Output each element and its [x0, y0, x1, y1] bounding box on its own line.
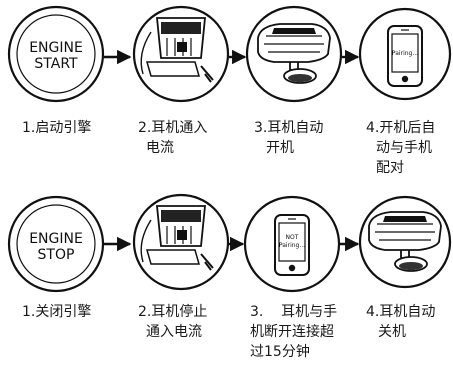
row1-step1-label: 1.启动引擎	[22, 120, 92, 136]
row1-step1-circle: ENGINE START	[7, 5, 105, 103]
row1-step4-circle: Pairing...	[358, 7, 452, 101]
row2-step3-label: 3. 耳机与手 机断开连接超 过15分钟	[250, 304, 338, 360]
row2-phone-text1: NOT	[286, 234, 299, 241]
row1-step3-label: 3.耳机自动 开机	[254, 120, 324, 156]
row1-engine-line2: START	[34, 56, 78, 72]
row1-engine-line1: ENGINE	[29, 40, 83, 56]
row2-step2-label: 2.耳机停止 通入电流	[138, 304, 208, 340]
row1-step2-label: 2.耳机通入 电流	[138, 120, 208, 156]
row2-step3-circle: NOT Pairing...	[243, 195, 341, 293]
row2-phone-text2: Pairing...	[279, 242, 305, 249]
row1-step4-label: 4.开机后自 动与手机 配对	[366, 120, 436, 176]
row2-step4-label: 4.耳机自动 关机	[366, 304, 436, 340]
row2-step4-circle	[358, 195, 452, 289]
row1-step2-circle	[132, 5, 230, 103]
row1-phone-text: Pairing...	[392, 50, 418, 57]
row2-step1-label: 1.关闭引擎	[22, 304, 92, 320]
row2-engine-line1: ENGINE	[29, 231, 83, 247]
row1-step3-circle	[245, 5, 343, 103]
row2-engine-line2: STOP	[38, 247, 75, 263]
row2-step2-circle	[132, 193, 230, 291]
row2-step1-circle: ENGINE STOP	[7, 195, 105, 293]
